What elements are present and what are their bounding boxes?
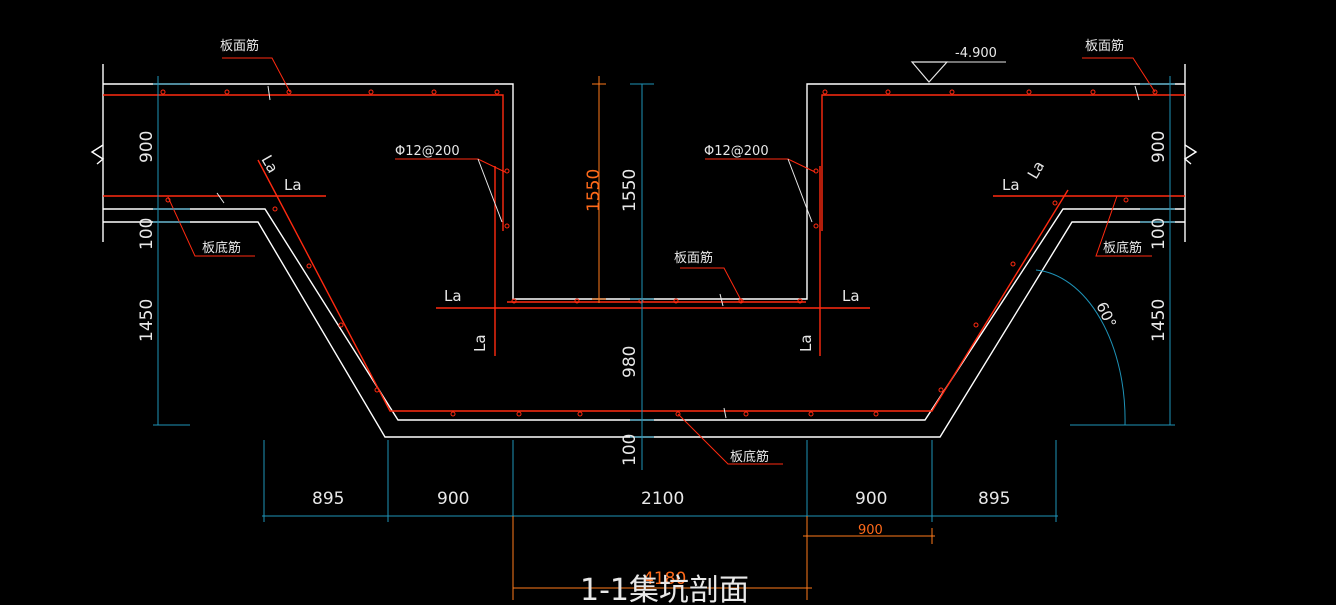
- la-label: La: [284, 176, 302, 194]
- dim-right-cover: 100: [1149, 218, 1169, 250]
- dim-seg-left-slope: 900: [437, 489, 469, 509]
- dim-pit-height-orange: 1550: [584, 169, 604, 212]
- leaders: [167, 57, 1156, 465]
- rebars: [103, 94, 1185, 412]
- dim-seg-right-edge: 895: [978, 489, 1010, 509]
- label-top-left-rebar: 板面筋: [220, 38, 259, 54]
- drawing-title: 1-1集坑剖面: [580, 573, 749, 605]
- dim-angle: 60°: [1092, 299, 1120, 331]
- level-marker: [910, 61, 1006, 83]
- dimension-lines: [153, 76, 1175, 522]
- dim-inner-depth: 980: [620, 346, 640, 378]
- la-label: La: [1002, 176, 1020, 194]
- dim-seg-left-edge: 895: [312, 489, 344, 509]
- label-level: -4.900: [955, 46, 997, 61]
- dim-orange-total: 4180: [643, 569, 686, 589]
- label-right-wall-bar: Φ12@200: [704, 144, 769, 159]
- label-top-right-rebar: 板面筋: [1085, 38, 1124, 54]
- orange-annotations: [512, 76, 935, 600]
- dim-pit-height: 1550: [620, 169, 640, 212]
- dim-seg-right-slope: 900: [855, 489, 887, 509]
- concrete-outline: [90, 64, 1198, 438]
- la-label: La: [797, 334, 815, 352]
- la-label: La: [471, 334, 489, 352]
- dim-seg-center: 2100: [641, 489, 684, 509]
- dim-right-slab: 900: [1149, 131, 1169, 163]
- label-pit-bottom-top-rebar: 板面筋: [674, 250, 713, 266]
- dim-left-depth: 1450: [137, 299, 157, 342]
- dim-left-cover: 100: [137, 218, 157, 250]
- la-label: La: [1024, 158, 1048, 182]
- dim-bottom-thickness: 100: [620, 434, 640, 466]
- la-label: La: [842, 287, 860, 305]
- label-center-bottom-rebar: 板底筋: [730, 449, 769, 465]
- la-label: La: [444, 287, 462, 305]
- dim-right-depth: 1450: [1149, 299, 1169, 342]
- dim-left-slab: 900: [137, 131, 157, 163]
- dim-orange-small: 900: [858, 523, 883, 538]
- label-right-bottom-rebar: 板底筋: [1103, 240, 1142, 256]
- la-label: La: [258, 152, 282, 176]
- label-left-wall-bar: Φ12@200: [395, 144, 460, 159]
- rebar-dots: [160, 89, 1158, 417]
- label-left-bottom-rebar: 板底筋: [202, 240, 241, 256]
